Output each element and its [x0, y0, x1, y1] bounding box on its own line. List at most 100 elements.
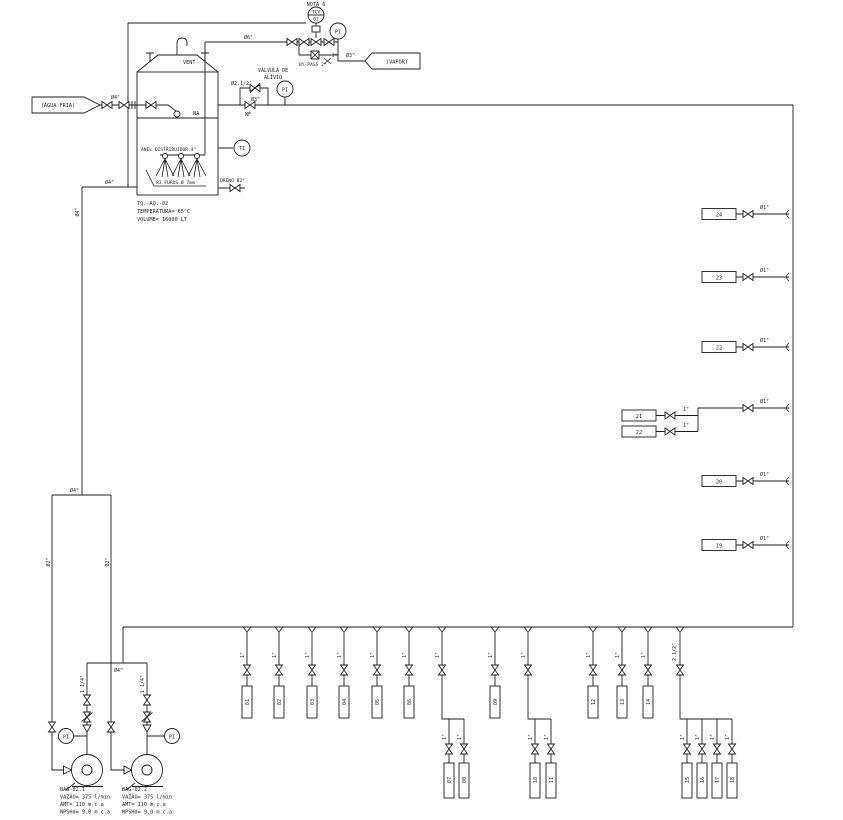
- pipe-size: 1 1/4": [140, 675, 146, 693]
- vapor-size: Ø3": [346, 52, 355, 59]
- svg-text:02: 02: [277, 699, 283, 705]
- svg-text:1": 1": [521, 652, 527, 658]
- svg-text:1": 1": [442, 734, 448, 740]
- gate-valve-icon: [107, 721, 115, 733]
- gate-valve-icon: [323, 38, 335, 46]
- svg-text:1": 1": [272, 652, 278, 658]
- nota-label: NOTA 6: [307, 2, 326, 8]
- gate-valve-icon: [664, 411, 676, 420]
- svg-text:1": 1": [370, 652, 376, 658]
- svg-text:1": 1": [710, 734, 716, 740]
- gate-valve-icon: [683, 743, 691, 755]
- gate-valve-icon: [547, 743, 555, 755]
- gate-valve-icon: [524, 664, 532, 676]
- tank-temperature: TEMPERATURA= 65°C: [137, 209, 190, 215]
- reducer-icon: [82, 724, 92, 733]
- gate-valve-icon: [728, 743, 736, 755]
- gate-valve-icon: [491, 664, 499, 676]
- svg-text:1": 1": [544, 734, 550, 740]
- svg-text:1": 1": [725, 734, 731, 740]
- tank-body: [136, 71, 219, 196]
- gate-valve-icon: [742, 273, 754, 281]
- svg-text:1": 1": [305, 652, 311, 658]
- tank-volume: VOLUME= 16000 LT: [137, 217, 187, 223]
- right-outlets: 24 Ø1" 23 Ø1" 22 Ø1" 21 1" 22 1" Ø1" 20 …: [621, 204, 790, 551]
- outlet-drop-12: 1" 12: [586, 652, 599, 719]
- pump-area: Ø4" Ø4" Ø4" Ø2" Ø2" Ø4" 1 1/4" PI 1 1/4"…: [45, 179, 180, 816]
- relief-out-size: Ø3": [251, 96, 260, 103]
- pipe-size: 1": [683, 407, 689, 413]
- nf-label: NF: [245, 112, 251, 118]
- outlet-box: 21: [636, 414, 642, 420]
- steam-station: NOTA 6 TCV 02 PI BY-PASS 2" 2" Ø6" (VAPO…: [244, 2, 421, 70]
- svg-text:05: 05: [375, 699, 381, 705]
- pi-label: PI: [282, 88, 288, 94]
- outlet-box: 24: [716, 213, 722, 219]
- svg-text:2.1/2": 2.1/2": [672, 643, 678, 661]
- pipe-size: Ø4": [74, 207, 81, 216]
- check-valve-icon: [81, 711, 93, 723]
- gate-valve-icon: [118, 101, 130, 109]
- bypass-size: 2": [332, 53, 338, 59]
- pi-label: PI: [63, 735, 69, 741]
- svg-text:15: 15: [685, 777, 691, 783]
- gate-valve-icon: [445, 743, 453, 755]
- cold-water-inlet: (ÁGUA FRIA) Ø4": [31, 94, 136, 114]
- pipe-size: 1 1/4": [80, 675, 86, 693]
- steam-size: Ø6": [244, 34, 253, 41]
- check-valve-icon: [141, 711, 153, 723]
- gate-valve-icon: [460, 743, 468, 755]
- drain-valve-icon: [229, 184, 241, 192]
- gate-valve-icon: [83, 694, 91, 706]
- outlet-box: 20: [716, 480, 722, 486]
- outlet-group-10-11: 1" 1" 10 1" 11: [521, 652, 557, 799]
- svg-text:1": 1": [680, 734, 686, 740]
- pipe-size: Ø1": [760, 398, 769, 405]
- gate-valve-icon: [742, 343, 754, 351]
- svg-text:1": 1": [240, 652, 246, 658]
- gate-valve-icon: [664, 427, 676, 436]
- gate-valve-icon: [275, 664, 283, 676]
- agua-fria-label: (ÁGUA FRIA): [41, 102, 75, 109]
- outlet-drop-03: 1" 03: [305, 652, 318, 719]
- tcv-num: 02: [313, 17, 319, 23]
- outlet-box: 22: [716, 346, 722, 352]
- svg-text:03: 03: [310, 699, 316, 705]
- outlet-drop-09: 1" 09: [488, 652, 501, 719]
- svg-text:1": 1": [695, 734, 701, 740]
- pi-bubble: [276, 80, 294, 98]
- svg-text:04: 04: [342, 699, 348, 705]
- ti-label: TI: [239, 146, 245, 152]
- ti-bubble: [233, 139, 251, 157]
- tank-roof: [136, 54, 219, 73]
- outlet-drop-13: 1" 13: [615, 652, 628, 719]
- gate-valve-icon: [742, 477, 754, 485]
- spray-nozzles: [155, 153, 207, 178]
- level-label: NA: [193, 111, 200, 117]
- pipe-size: Ø4": [114, 667, 123, 674]
- svg-text:13: 13: [620, 699, 626, 705]
- gate-valve-icon: [340, 664, 348, 676]
- pump-head: AMT= 110 m.c.a: [60, 802, 104, 808]
- svg-text:1": 1": [528, 734, 534, 740]
- svg-text:1": 1": [402, 652, 408, 658]
- pipe-size: 1": [683, 423, 689, 429]
- svg-text:16: 16: [700, 777, 706, 783]
- pump-npsh: NPSHd= 9.0 m.c.a: [122, 810, 172, 816]
- svg-text:1": 1": [488, 652, 494, 658]
- pi-bubble: [164, 728, 180, 744]
- svg-text:11: 11: [549, 777, 555, 783]
- svg-text:01: 01: [245, 699, 251, 705]
- outlet-box: 22: [636, 430, 642, 436]
- tcv-tag: TCV: [312, 10, 321, 16]
- tank-tag: TQ.-AQ.-02: [137, 201, 168, 207]
- pipe-size: Ø1": [760, 267, 769, 274]
- nf-valve-icon: [244, 101, 256, 109]
- gate-valve-icon: [742, 404, 754, 412]
- gate-valve-icon: [698, 743, 706, 755]
- gate-valve-icon: [298, 38, 310, 46]
- pipe-size: Ø4": [111, 94, 120, 101]
- svg-text:1": 1": [457, 734, 463, 740]
- agua-fria-flag: [31, 96, 102, 114]
- gate-valve-icon: [101, 101, 113, 109]
